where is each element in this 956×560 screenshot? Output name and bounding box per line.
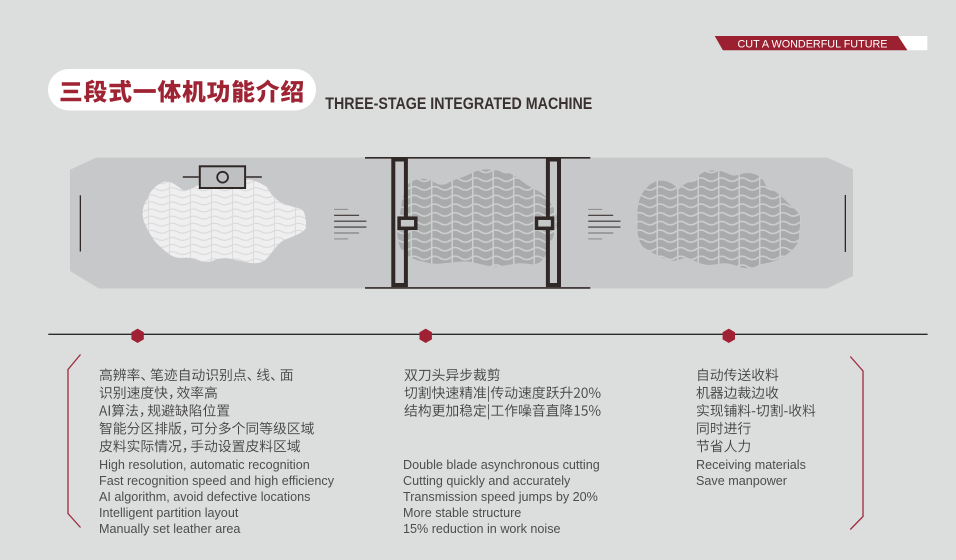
svg-text:Intelligent partition layout: Intelligent partition layout: [99, 506, 239, 520]
svg-text:AI algorithm, avoid defective: AI algorithm, avoid defective locations: [99, 490, 310, 504]
svg-text:15% reduction in work noise: 15% reduction in work noise: [403, 522, 561, 536]
svg-text:Manually set leather area: Manually set leather area: [99, 522, 240, 536]
svg-text:More stable structure: More stable structure: [403, 506, 521, 520]
svg-text:Fast recognition speed and hig: Fast recognition speed and high efficien…: [99, 474, 335, 488]
svg-text:Save manpower: Save manpower: [696, 474, 787, 488]
svg-text:Receiving materials: Receiving materials: [696, 458, 806, 472]
svg-text:THREE-STAGE INTEGRATED MACHINE: THREE-STAGE INTEGRATED MACHINE: [325, 94, 592, 113]
svg-text:Transmission speed jumps by 20: Transmission speed jumps by 20%: [403, 490, 598, 504]
svg-text:CUT A WONDERFUL FUTURE: CUT A WONDERFUL FUTURE: [738, 38, 888, 50]
svg-text:High resolution, automatic rec: High resolution, automatic recognition: [99, 458, 310, 472]
svg-text:Cutting quickly and accurately: Cutting quickly and accurately: [403, 474, 571, 488]
svg-text:Double blade asynchronous cutt: Double blade asynchronous cutting: [403, 458, 600, 472]
